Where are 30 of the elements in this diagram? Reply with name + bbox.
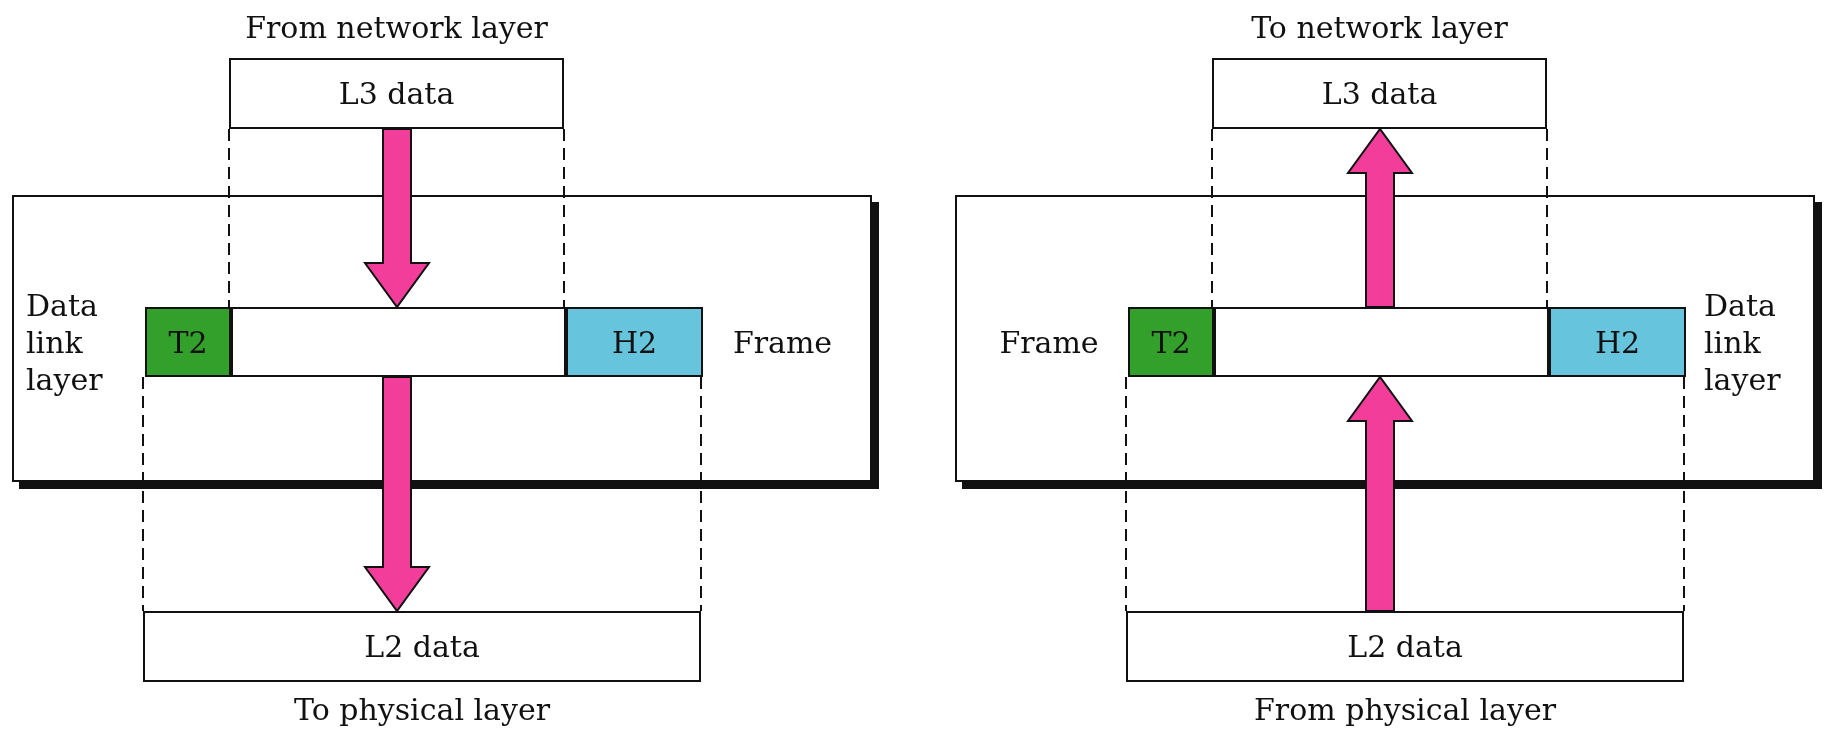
frame-field: T2 <box>1128 307 1214 377</box>
data-box: L3 data <box>229 58 564 129</box>
layer-name: Data link layer <box>26 287 104 397</box>
block-arrow <box>1346 127 1414 308</box>
frame-field: H2 <box>566 307 703 377</box>
layer-caption: To physical layer <box>292 691 552 729</box>
layer-caption: From network layer <box>244 9 549 47</box>
dashed-line <box>563 128 565 308</box>
dashed-line <box>1546 128 1548 308</box>
block-arrow <box>363 128 431 309</box>
data-box: L2 data <box>143 611 701 682</box>
layer-name: Data link layer <box>1704 287 1782 397</box>
frame-label: Frame <box>998 323 1100 362</box>
layer-caption: To network layer <box>1250 9 1509 47</box>
dashed-line <box>1211 128 1213 308</box>
frame-label: Frame <box>731 323 834 362</box>
payload-field <box>1214 307 1549 377</box>
frame-field: H2 <box>1549 307 1686 377</box>
dashed-line <box>700 376 702 612</box>
data-box: L2 data <box>1126 611 1684 682</box>
layer-caption: From physical layer <box>1253 691 1557 729</box>
dashed-line <box>1125 376 1127 612</box>
dashed-line <box>228 128 230 308</box>
dashed-line <box>142 376 144 612</box>
frame-field: T2 <box>145 307 231 377</box>
data-box: L3 data <box>1212 58 1547 129</box>
dashed-line <box>1683 376 1685 612</box>
block-arrow <box>1346 375 1414 612</box>
block-arrow <box>363 376 431 613</box>
payload-field <box>231 307 566 377</box>
